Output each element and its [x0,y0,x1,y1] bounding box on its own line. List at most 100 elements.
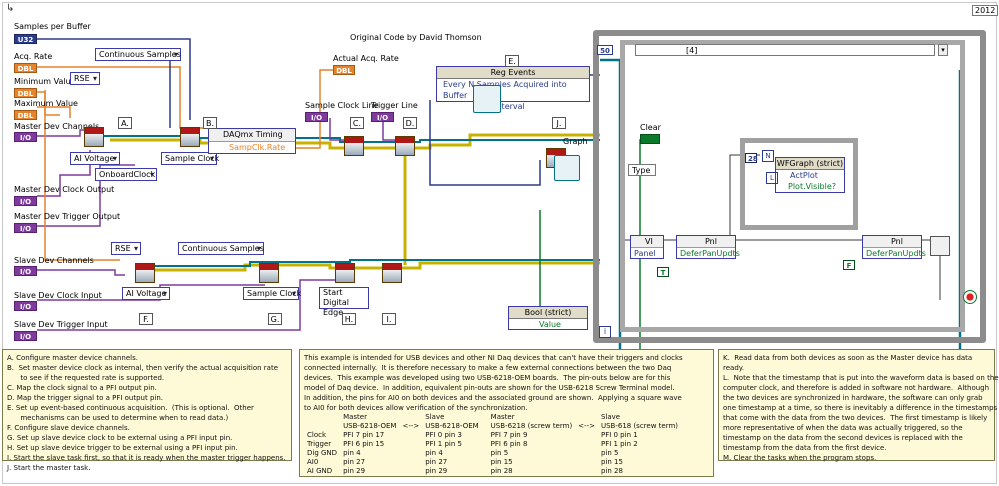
graph-label: Graph [563,137,588,146]
pinout-cell: PFI 7 pin 17 [343,431,385,439]
create-channel-vi-master[interactable] [84,127,104,147]
case-selector-arrow-icon[interactable]: ▾ [938,44,948,56]
left-line: mechanisms can be used to determine when… [7,414,229,422]
left-line: J. Start the master task. [7,464,91,472]
clock-type-ring-master[interactable]: Sample Clock [161,152,219,165]
timing-vi-master[interactable] [180,127,200,147]
left-line: B. Set master device clock as internal, … [7,364,279,372]
bool-value-node[interactable]: Bool (strict) Value [508,306,588,330]
start-vi-slave[interactable] [382,263,402,283]
false-constant[interactable]: F [843,260,855,270]
corner-arrow-icon: ↳ [6,3,15,14]
trigger-line-terminal[interactable]: I/O [371,112,394,122]
stop-terminal-icon[interactable] [963,290,977,304]
note-pinouts-intro: This example is intended for USB devices… [304,353,709,413]
timeout-constant[interactable]: 50 [597,45,613,55]
left-line: A. Configure master device channels. [7,354,138,362]
type-indicator[interactable]: Type [628,164,656,176]
trigger-type-ring[interactable]: Start Digital Edge [319,287,369,317]
step-g: G. [268,313,282,325]
create-channel-vi-slave[interactable] [135,263,155,283]
loop-count-terminal[interactable]: 28 [745,153,758,163]
pinout-cell [575,431,598,440]
right-line: more representative of when the data was… [723,424,963,432]
export-clock-vi[interactable] [344,136,364,156]
bool-value: Value [539,320,561,329]
samples-per-buffer-label: Samples per Buffer [14,22,91,31]
while-loop[interactable] [593,30,986,343]
terminal-config-ring-master[interactable]: RSE [70,72,100,85]
plot-visible-prop: Plot.Visible? [788,182,836,191]
vi-server-node[interactable]: VI Panel [630,235,664,259]
register-events-node[interactable]: Reg Events Every N Samples Acquired into… [436,66,590,111]
pinout-cell [399,467,422,476]
sample-clock-line-label: Sample Clock Line [305,101,379,110]
master-dev-trigger-output-terminal[interactable]: I/O [14,223,37,233]
pinout-cell: pin 27 [425,458,448,466]
pinout-cell: PFI 0 pin 1 [600,431,638,439]
measurement-type-ring-slave[interactable]: AI Voltage [122,287,170,300]
right-line: ready. [723,364,745,372]
timing-vi-slave[interactable] [259,263,279,283]
pinout-cell: Slave [425,413,445,421]
left-line: D. Map the trigger signal to a PFI outpu… [7,394,164,402]
right-line: K. Read data from both devices as soon a… [723,354,973,362]
max-value-terminal[interactable]: DBL [14,110,37,120]
min-value-label: Minimum Value [14,77,76,86]
clock-source-ring[interactable]: OnboardClock [95,168,157,181]
sample-clock-line-terminal[interactable]: I/O [305,112,328,122]
step-b: B. [203,117,217,129]
wfgraph-property-node[interactable]: WFGraph (strict) ActPlot Plot.Visible? [775,157,845,193]
master-dev-channels-terminal[interactable]: I/O [14,132,37,142]
acq-rate-terminal[interactable]: DBL [14,63,37,73]
left-line: E. Set up event-based continuous acquisi… [7,404,254,412]
terminal-config-ring-slave[interactable]: RSE [111,242,141,255]
actual-acq-rate-indicator[interactable]: DBL [333,65,355,75]
min-value-terminal[interactable]: DBL [14,88,37,98]
sample-mode-ring-slave[interactable]: Continuous Samples [178,242,264,255]
slave-dev-trigger-input-terminal[interactable]: I/O [14,331,37,341]
pinout-cell [575,458,598,467]
for-loop[interactable] [740,138,858,230]
export-trigger-vi[interactable] [395,136,415,156]
master-dev-clock-output-terminal[interactable]: I/O [14,196,37,206]
panel-property-node-2[interactable]: Pnl DeferPanUpdts [862,235,926,259]
samples-per-buffer-terminal[interactable]: U32 [14,34,37,44]
pinout-cell: PFI 1 pin 5 [425,440,462,448]
daqmx-timing-title: DAQmx Timing [209,129,295,142]
slave-dev-channels-terminal[interactable]: I/O [14,266,37,276]
clock-type-ring-slave[interactable]: Sample Clock [243,287,301,300]
slave-dev-trigger-input-label: Slave Dev Trigger Input [14,320,108,329]
step-c: C. [350,117,364,129]
close-reference-icon[interactable] [930,236,950,256]
pinout-cell: pin 28 [600,467,623,475]
pinout-cell: Clock [307,431,327,439]
pinout-cell: Master [490,413,515,421]
pinout-cell: USB-618 (screw term) [600,422,679,430]
note-read: K. Read data from both devices as soon a… [718,349,999,462]
master-dev-trigger-output-label: Master Dev Trigger Output [14,212,121,221]
slave-dev-channels-label: Slave Dev Channels [14,256,94,265]
event-case-selector[interactable]: [4] [635,44,935,56]
sample-mode-ring-master[interactable]: Continuous Samples [95,48,181,61]
trigger-vi-slave[interactable] [335,263,355,283]
title-text: Original Code by David Thomson [350,33,482,42]
pinout-cell: pin 15 [490,458,513,466]
pinout-cell [399,413,422,422]
middle_intro-line: In addition, the pins for AI0 on both de… [304,394,682,402]
slave-dev-clock-input-terminal[interactable]: I/O [14,301,37,311]
event-structure[interactable] [620,40,965,332]
true-constant[interactable]: T [657,267,669,277]
trigger-line-label: Trigger Line [371,101,418,110]
right-line: the two devices are synchronized in hard… [723,394,983,402]
pinout-cell: Trigger [307,440,332,448]
clear-terminal[interactable] [640,134,660,144]
start-trigger-text: Start [323,288,343,297]
pinout-cell: pin 27 [343,458,366,466]
daqmx-timing-node[interactable]: DAQmx Timing SampClk.Rate [208,128,296,154]
panel-property-node-1[interactable]: Pnl DeferPanUpdts [676,235,740,259]
measurement-type-ring-master[interactable]: AI Voltage [70,152,120,165]
